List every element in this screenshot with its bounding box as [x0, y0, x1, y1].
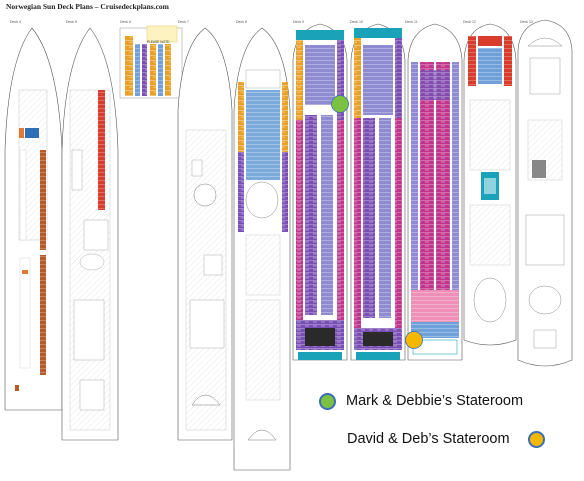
deck-plan-10 [517, 19, 573, 367]
deck-label-10: Deck 13 [520, 20, 533, 24]
deck-plan-2 [61, 27, 119, 441]
deck-plan-3 [119, 25, 183, 99]
deck-label-3: Deck 6 [120, 20, 131, 24]
deck-label-9: Deck 12 [463, 20, 476, 24]
deck-label-5: Deck 8 [236, 20, 247, 24]
stateroom-marker-green [331, 95, 349, 113]
deck-plan-4 [177, 27, 233, 441]
page-title: Norwegian Sun Deck Plans – Cruisedeckpla… [6, 2, 169, 11]
deck-plan-7 [350, 23, 406, 361]
legend-label-mark-debbie: Mark & Debbie’s Stateroom [346, 393, 524, 409]
deck-plan-5 [233, 27, 291, 471]
legend-label-david-deb: David & Deb’s Stateroom [347, 431, 510, 447]
please-note-heading: PLEASE NOTE: [147, 40, 171, 44]
legend-marker-green-icon [319, 393, 336, 410]
deck-label-6: Deck 9 [293, 20, 304, 24]
deck-plan-6 [292, 23, 348, 361]
deck-label-4: Deck 7 [178, 20, 189, 24]
deck-label-7: Deck 10 [350, 20, 363, 24]
deck-label-2: Deck 5 [66, 20, 77, 24]
deck-plan-1 [4, 27, 63, 411]
deck-plan-8 [407, 23, 463, 361]
deck-label-8: Deck 11 [405, 20, 418, 24]
deck-plan-9 [463, 23, 517, 346]
deck-label-1: Deck 4 [10, 20, 21, 24]
stateroom-marker-yellow [405, 331, 423, 349]
legend-marker-yellow-icon [528, 431, 545, 448]
